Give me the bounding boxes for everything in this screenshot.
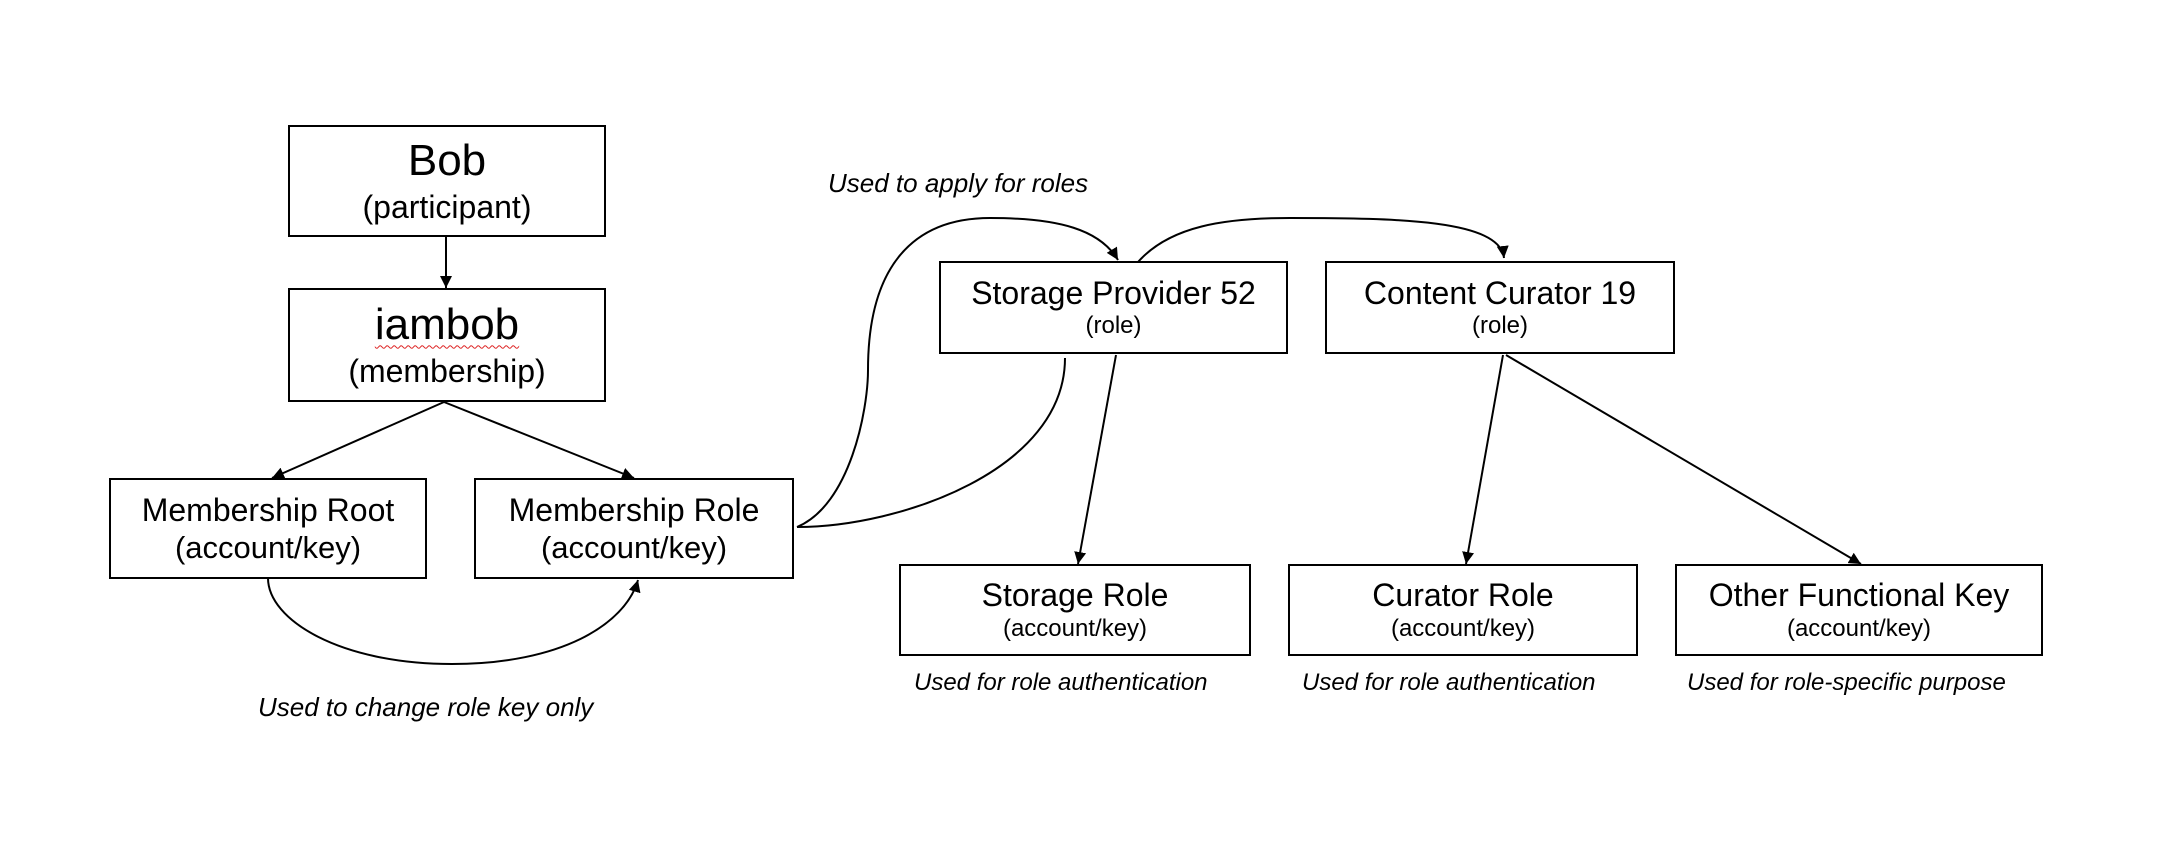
edge-iambob-to-membership-role	[443, 401, 635, 480]
storage-role-box: Storage Role (account/key)	[899, 564, 1251, 656]
node-subtitle: (membership)	[348, 353, 546, 390]
node-subtitle: (account/key)	[1390, 614, 1536, 642]
edge-root-to-role-curve	[267, 577, 641, 666]
edge-role-to-storage-provider-curve	[796, 216, 1119, 528]
edge-iambob-to-membership-root	[271, 401, 445, 479]
node-title: Other Functional Key	[1708, 577, 2010, 614]
edge-role-to-storage-provider-lower	[796, 357, 1066, 528]
membership-role-box: Membership Role (account/key)	[474, 478, 794, 579]
edge-curator-to-other-key	[1505, 354, 1862, 565]
node-subtitle: (role)	[1471, 312, 1528, 340]
other-functional-key-box: Other Functional Key (account/key)	[1675, 564, 2043, 656]
annotation-change-key: Used to change role key only	[258, 692, 594, 722]
content-curator-box: Content Curator 19 (role)	[1325, 261, 1675, 354]
node-title: Membership Root	[141, 491, 395, 528]
bob-participant-box: Bob (participant)	[288, 125, 606, 237]
node-title: Curator Role	[1372, 577, 1554, 614]
iambob-membership-box: iambob (membership)	[288, 288, 606, 402]
edge-storage-provider-to-curator	[1137, 216, 1509, 263]
node-subtitle: (account/key)	[540, 530, 728, 566]
annotation-curator-auth: Used for role authentication	[1302, 669, 1596, 696]
edge-storage-provider-to-storage-role	[1074, 354, 1117, 565]
curator-role-box: Curator Role (account/key)	[1288, 564, 1638, 656]
node-title: Storage Role	[981, 577, 1169, 614]
node-subtitle: (account/key)	[174, 530, 362, 566]
storage-provider-box: Storage Provider 52 (role)	[939, 261, 1288, 354]
node-title: Storage Provider 52	[971, 274, 1256, 311]
annotation-storage-auth: Used for role authentication	[914, 669, 1208, 696]
node-title: iambob	[374, 300, 520, 350]
node-title: Membership Role	[508, 491, 760, 528]
node-subtitle: (account/key)	[1002, 614, 1148, 642]
edge-curator-to-curator-role	[1462, 354, 1504, 565]
membership-root-box: Membership Root (account/key)	[109, 478, 427, 579]
node-subtitle: (account/key)	[1786, 614, 1932, 642]
node-title: Bob	[407, 136, 487, 186]
annotation-role-purpose: Used for role-specific purpose	[1687, 669, 2006, 696]
annotation-apply-roles: Used to apply for roles	[828, 168, 1089, 198]
node-subtitle: (participant)	[362, 189, 532, 226]
node-title: Content Curator 19	[1363, 274, 1637, 311]
node-subtitle: (role)	[1085, 312, 1142, 340]
